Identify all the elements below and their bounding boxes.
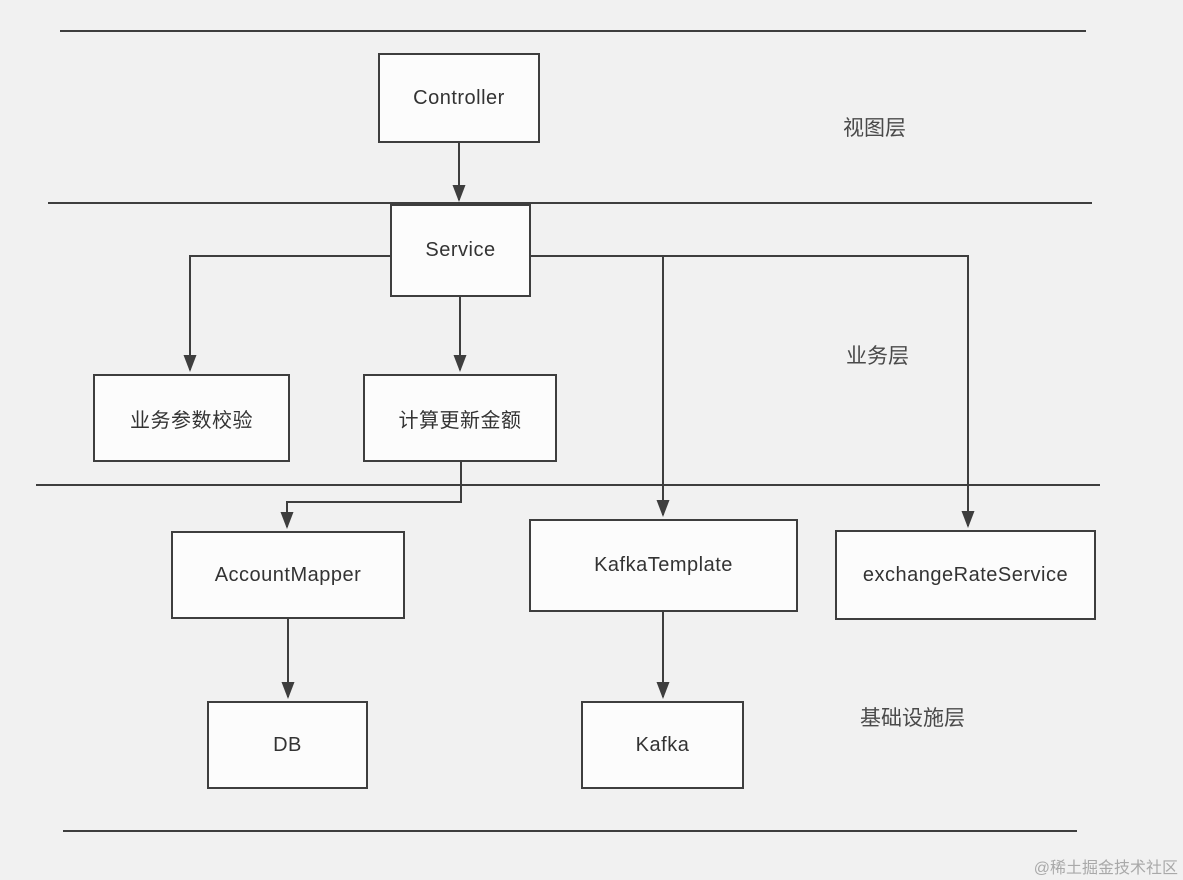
node-controller-label: Controller: [413, 86, 505, 109]
node-calc-amount: 计算更新金额: [363, 374, 557, 462]
node-exchange-rate-service-label: exchangeRateService: [862, 563, 1069, 586]
arrow-service-to-exchange-rate-service: [531, 255, 975, 528]
watermark-text: @稀土掘金技术社区: [1033, 860, 1178, 877]
node-service-label: Service: [425, 239, 496, 261]
layer-label-view: 视图层: [843, 117, 906, 140]
node-controller: Controller: [378, 53, 540, 143]
node-kafka-template-label: KafkaTemplate: [594, 554, 733, 576]
layer-divider-view-business: [48, 202, 1092, 204]
node-service: Service: [390, 204, 531, 297]
node-kafka-template: KafkaTemplate: [529, 519, 798, 612]
arrow-service-to-param-check: [183, 255, 390, 372]
node-kafka: Kafka: [581, 701, 744, 789]
node-db: DB: [207, 701, 368, 789]
arrow-calc-amount-to-account-mapper: [280, 462, 462, 529]
layer-label-business: 业务层: [846, 345, 909, 368]
node-kafka-label: Kafka: [635, 733, 690, 756]
node-param-check: 业务参数校验: [93, 374, 290, 462]
node-db-label: DB: [273, 733, 302, 756]
layer-divider-bottom: [63, 830, 1077, 832]
node-calc-amount-label: 计算更新金额: [398, 409, 522, 432]
layer-divider-top: [60, 30, 1086, 32]
node-account-mapper: AccountMapper: [171, 531, 405, 619]
layer-divider-business-infra: [36, 484, 1100, 486]
node-account-mapper-label: AccountMapper: [214, 563, 362, 586]
node-exchange-rate-service: exchangeRateService: [835, 530, 1096, 620]
layer-label-infrastructure: 基础设施层: [860, 707, 965, 730]
node-param-check-label: 业务参数校验: [130, 409, 253, 432]
